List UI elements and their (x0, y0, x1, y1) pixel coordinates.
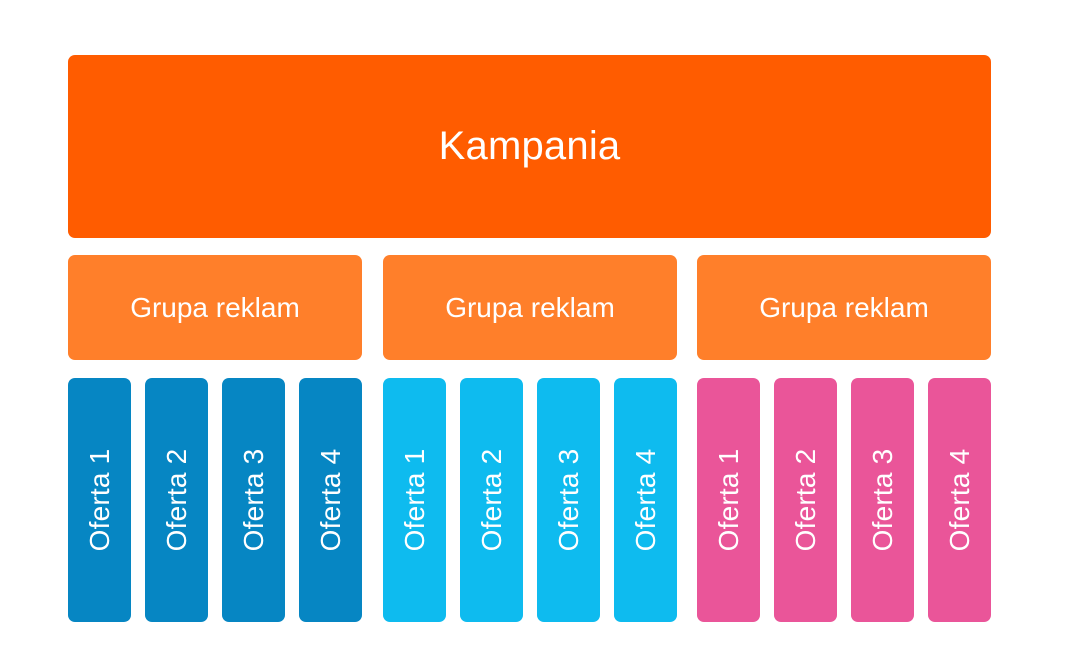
offer-box: Oferta 4 (614, 378, 677, 622)
ad-group-box: Grupa reklam (383, 255, 677, 360)
offer-label: Oferta 1 (83, 448, 115, 552)
offer-label: Oferta 3 (866, 448, 898, 552)
ad-group-box: Grupa reklam (68, 255, 362, 360)
offer-box: Oferta 4 (299, 378, 362, 622)
offer-box: Oferta 3 (851, 378, 914, 622)
offer-label: Oferta 4 (629, 448, 661, 552)
offer-label: Oferta 3 (552, 448, 584, 552)
offer-label: Oferta 2 (475, 448, 507, 552)
offer-label: Oferta 3 (237, 448, 269, 552)
offer-label: Oferta 1 (712, 448, 744, 552)
offer-box: Oferta 1 (697, 378, 760, 622)
offer-box: Oferta 3 (537, 378, 600, 622)
offer-box: Oferta 2 (145, 378, 208, 622)
offer-label: Oferta 4 (314, 448, 346, 552)
ad-group-label: Grupa reklam (445, 291, 615, 323)
offer-box: Oferta 2 (460, 378, 523, 622)
campaign-label: Kampania (438, 124, 621, 168)
offer-box: Oferta 1 (68, 378, 131, 622)
ad-group-label: Grupa reklam (130, 291, 300, 323)
offer-label: Oferta 1 (398, 448, 430, 552)
campaign-box: Kampania (68, 55, 991, 238)
offer-label: Oferta 2 (789, 448, 821, 552)
offer-label: Oferta 4 (943, 448, 975, 552)
offer-label: Oferta 2 (160, 448, 192, 552)
offer-box: Oferta 4 (928, 378, 991, 622)
offer-box: Oferta 1 (383, 378, 446, 622)
offer-box: Oferta 3 (222, 378, 285, 622)
offer-box: Oferta 2 (774, 378, 837, 622)
ad-group-box: Grupa reklam (697, 255, 991, 360)
ad-group-label: Grupa reklam (759, 291, 929, 323)
